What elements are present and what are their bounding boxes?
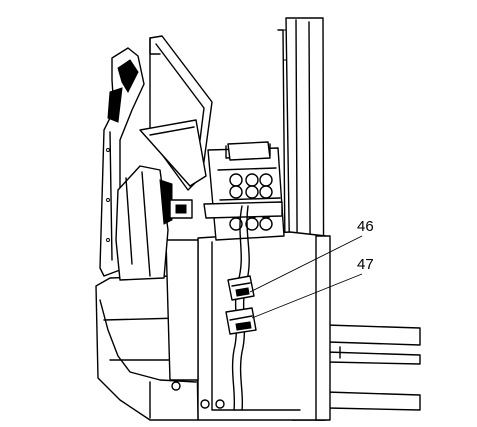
battery-connector-47 xyxy=(225,307,257,335)
leader-46 xyxy=(249,235,363,293)
drive-unit xyxy=(95,239,199,421)
battery-lid xyxy=(139,35,213,191)
battery-housing xyxy=(197,231,331,421)
leader-47 xyxy=(251,273,363,319)
battery-connector-46 xyxy=(227,275,255,301)
callout-46: 46 xyxy=(357,218,374,235)
forks xyxy=(325,324,421,411)
callout-leaders xyxy=(249,235,363,319)
panel-screw-left xyxy=(200,399,210,409)
battery-cable xyxy=(225,205,257,411)
panel-screw-right xyxy=(215,399,225,409)
battery-compartment xyxy=(169,141,285,241)
callout-47: 47 xyxy=(357,256,374,273)
operator-seat xyxy=(115,165,173,281)
